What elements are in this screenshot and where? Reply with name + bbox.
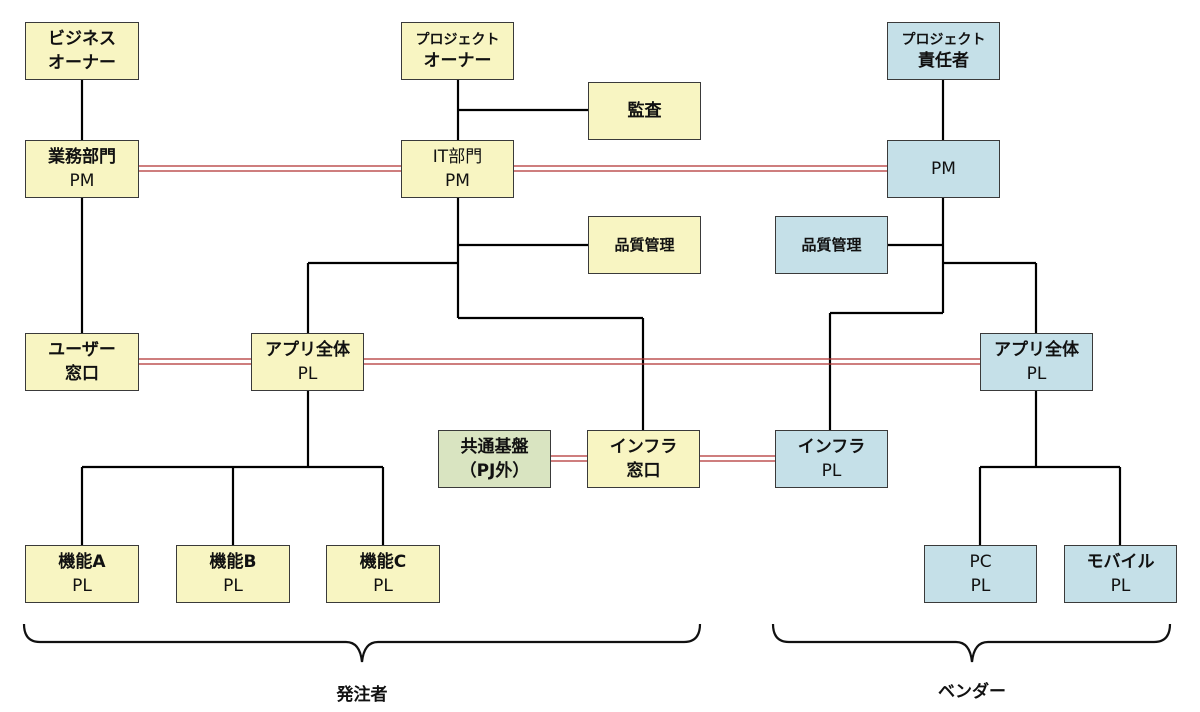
infra-pl-line1: インフラ <box>797 437 866 457</box>
func-c-box: 機能C PL <box>326 545 440 603</box>
group-braces <box>22 623 1172 663</box>
app-pl-vendor-line1: アプリ全体 <box>994 340 1079 360</box>
vendor-pm-box: PM <box>887 140 1000 198</box>
func-c-line1: 機能C <box>359 552 407 572</box>
qa-vendor-box: 品質管理 <box>775 216 888 274</box>
qa-client-label: 品質管理 <box>614 236 675 254</box>
business-owner-line2: オーナー <box>48 53 116 73</box>
project-owner-line1: プロジェクト <box>415 32 500 48</box>
mobile-pl-box: モバイル PL <box>1064 545 1177 603</box>
func-b-line2: PL <box>223 576 243 596</box>
infra-pl-box: インフラ PL <box>775 430 888 488</box>
infra-contact-line2: 窓口 <box>626 461 661 481</box>
business-pm-line1: 業務部門 <box>48 147 116 167</box>
pc-pl-line2: PL <box>970 576 991 596</box>
project-responsible-line1: プロジェクト <box>901 32 986 48</box>
it-pm-line2: PM <box>445 171 470 191</box>
business-pm-box: 業務部門 PM <box>25 140 139 198</box>
user-contact-line1: ユーザー <box>48 340 116 360</box>
user-contact-box: ユーザー 窓口 <box>25 333 139 391</box>
vendor-group-label: ベンダー <box>938 682 1006 702</box>
func-a-line1: 機能A <box>58 552 106 572</box>
liaison-lines <box>139 165 980 462</box>
client-brace <box>22 623 702 663</box>
app-pl-vendor-box: アプリ全体 PL <box>980 333 1093 391</box>
app-pl-vendor-line2: PL <box>1026 364 1047 384</box>
project-owner-box: プロジェクト オーナー <box>401 22 514 80</box>
it-pm-box: IT部門 PM <box>401 140 514 198</box>
common-infra-line2: （PJ外） <box>459 461 530 481</box>
app-pl-client-line1: アプリ全体 <box>265 340 350 360</box>
func-a-line2: PL <box>72 576 92 596</box>
infra-pl-line2: PL <box>821 461 842 481</box>
common-infra-box: 共通基盤 （PJ外） <box>438 430 551 488</box>
audit-box: 監査 <box>588 82 701 140</box>
pc-pl-box: PC PL <box>924 545 1037 603</box>
audit-label: 監査 <box>627 101 662 121</box>
mobile-pl-line2: PL <box>1110 576 1131 596</box>
app-pl-client-box: アプリ全体 PL <box>251 333 364 391</box>
project-owner-line2: オーナー <box>423 51 492 71</box>
client-group-label: 発注者 <box>336 685 388 705</box>
func-b-line1: 機能B <box>209 552 257 572</box>
qa-vendor-label: 品質管理 <box>801 236 862 254</box>
pc-pl-line1: PC <box>969 552 992 572</box>
vendor-brace <box>771 623 1172 663</box>
vendor-pm-label: PM <box>931 159 956 179</box>
qa-client-box: 品質管理 <box>588 216 701 274</box>
hierarchy-lines <box>80 80 1122 545</box>
infra-contact-box: インフラ 窓口 <box>587 430 700 488</box>
func-a-box: 機能A PL <box>25 545 139 603</box>
business-owner-box: ビジネス オーナー <box>25 22 139 80</box>
project-responsible-line2: 責任者 <box>918 51 969 71</box>
mobile-pl-line1: モバイル <box>1086 552 1155 572</box>
user-contact-line2: 窓口 <box>65 364 99 384</box>
business-pm-line2: PM <box>69 171 95 191</box>
func-c-line2: PL <box>373 576 393 596</box>
func-b-box: 機能B PL <box>176 545 290 603</box>
business-owner-line1: ビジネス <box>48 29 116 49</box>
infra-contact-line1: インフラ <box>609 437 678 457</box>
common-infra-line1: 共通基盤 <box>460 437 529 457</box>
app-pl-client-line2: PL <box>297 364 318 384</box>
project-responsible-box: プロジェクト 責任者 <box>887 22 1000 80</box>
it-pm-line1: IT部門 <box>432 147 483 167</box>
